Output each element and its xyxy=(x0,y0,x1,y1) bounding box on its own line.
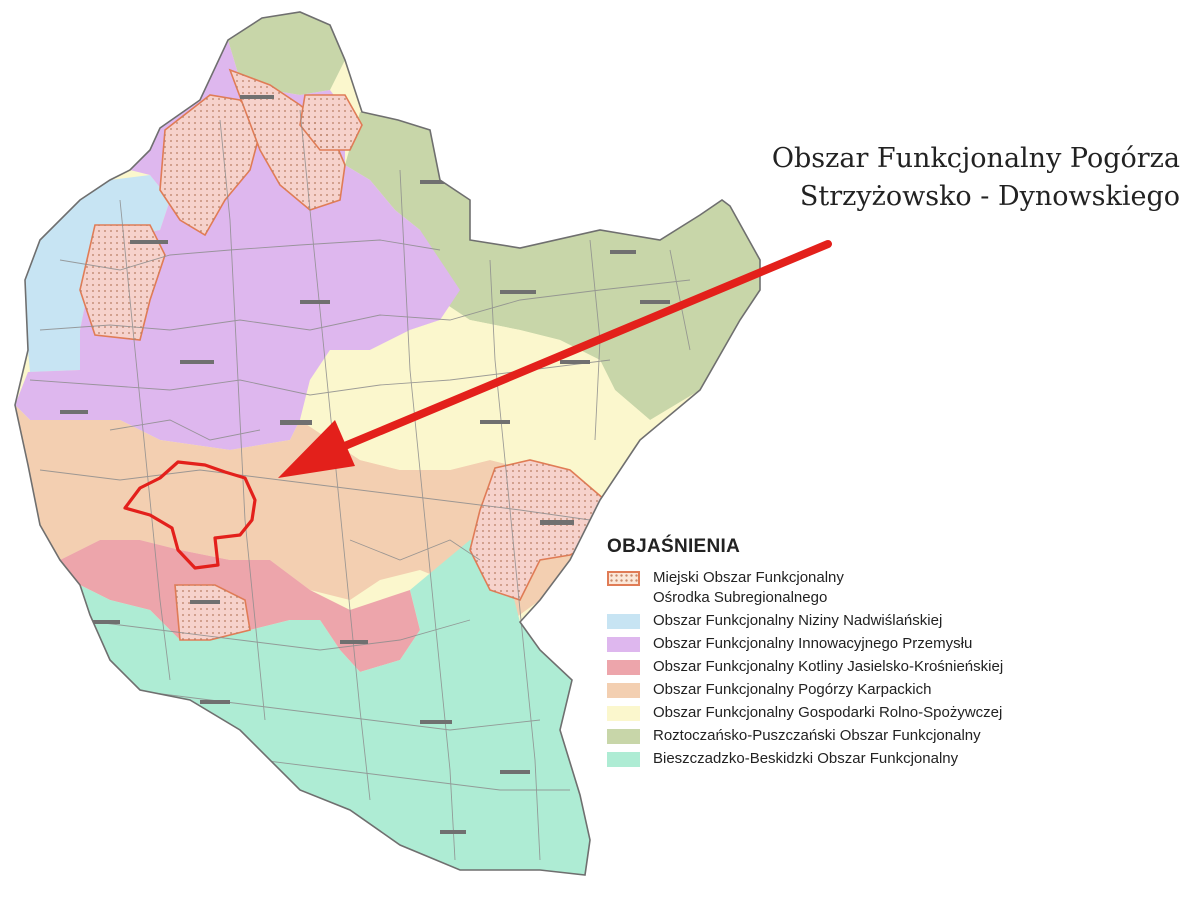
highlighted-area-outline xyxy=(123,460,257,570)
legend-label-line: Bieszczadzko-Beskidzki Obszar Funkcjonal… xyxy=(653,750,959,767)
legend-title: OBJAŚNIENIA xyxy=(607,536,741,557)
legend-label: Obszar Funkcjonalny Pogórzy Karpackich xyxy=(653,680,931,700)
area-przemyslu xyxy=(15,40,460,450)
legend-label-line: Miejski Obszar Funkcjonalny xyxy=(653,569,844,586)
legend-swatch-bieszczady xyxy=(607,752,640,767)
area-roztocze-north xyxy=(228,12,345,95)
legend-item-bieszczady: Bieszczadzko-Beskidzki Obszar Funkcjonal… xyxy=(607,749,1177,769)
legend-label-line: Obszar Funkcjonalny Niziny Nadwiślańskie… xyxy=(653,612,943,629)
legend-item-roztocze: Roztoczańsko-Puszczański Obszar Funkcjon… xyxy=(607,726,1177,746)
voivodeship-outline xyxy=(14,11,761,876)
callout-line-2: Strzyżowsko - Dynowskiego xyxy=(799,181,1180,212)
legend-swatch-przemyslu xyxy=(607,637,640,652)
legend-label-line: Obszar Funkcjonalny Gospodarki Rolno-Spo… xyxy=(653,704,1003,721)
legend-label: Roztoczańsko-Puszczański Obszar Funkcjon… xyxy=(653,726,981,746)
legend-item-przemyslu: Obszar Funkcjonalny Innowacyjnego Przemy… xyxy=(607,634,1177,654)
legend: OBJAŚNIENIA Miejski Obszar Funkcjonalny … xyxy=(607,536,1177,772)
legend-swatch-rolno xyxy=(607,706,640,721)
legend-label: Obszar Funkcjonalny Innowacyjnego Przemy… xyxy=(653,634,972,654)
legend-label-line: Obszar Funkcjonalny Pogórzy Karpackich xyxy=(653,681,932,698)
legend-label: Bieszczadzko-Beskidzki Obszar Funkcjonal… xyxy=(653,749,958,769)
place-name-marks xyxy=(60,95,670,834)
legend-label-line: Obszar Funkcjonalny Innowacyjnego Przemy… xyxy=(653,635,973,652)
legend-label-line: Ośrodka Subregionalnego xyxy=(653,589,828,606)
legend-label: Obszar Funkcjonalny Gospodarki Rolno-Spo… xyxy=(653,703,1002,723)
area-rolno xyxy=(300,320,650,500)
legend-item-pogorzy: Obszar Funkcjonalny Pogórzy Karpackich xyxy=(607,680,1177,700)
callout-line-1: Obszar Funkcjonalny Pogórza xyxy=(771,143,1180,174)
legend-label-line: Obszar Funkcjonalny Kotliny Jasielsko-Kr… xyxy=(653,658,1004,675)
legend-item-rolno: Obszar Funkcjonalny Gospodarki Rolno-Spo… xyxy=(607,703,1177,723)
legend-swatch-roztocze xyxy=(607,729,640,744)
legend-label-line: Roztoczańsko-Puszczański Obszar Funkcjon… xyxy=(653,727,981,744)
legend-label: Miejski Obszar Funkcjonalny Ośrodka Subr… xyxy=(653,568,844,608)
legend-swatch-pogorzy xyxy=(607,683,640,698)
voivodeship-map xyxy=(14,11,832,876)
legend-item-urban: Miejski Obszar Funkcjonalny Ośrodka Subr… xyxy=(607,568,1177,608)
callout-label: Obszar Funkcjonalny Pogórza Strzyżowsko … xyxy=(700,140,1180,216)
legend-swatch-urban xyxy=(607,571,640,586)
legend-swatch-kotliny xyxy=(607,660,640,675)
commune-borders xyxy=(29,109,691,861)
legend-item-niziny: Obszar Funkcjonalny Niziny Nadwiślańskie… xyxy=(607,611,1177,631)
urban-areas-dots xyxy=(80,70,605,640)
callout-arrow xyxy=(278,240,832,478)
area-bieszczady xyxy=(80,540,590,875)
legend-label: Obszar Funkcjonalny Kotliny Jasielsko-Kr… xyxy=(653,657,1003,677)
legend-item-kotliny: Obszar Funkcjonalny Kotliny Jasielsko-Kr… xyxy=(607,657,1177,677)
area-roztocze-east xyxy=(345,112,760,420)
legend-swatch-niziny xyxy=(607,614,640,629)
legend-label: Obszar Funkcjonalny Niziny Nadwiślańskie… xyxy=(653,611,942,631)
